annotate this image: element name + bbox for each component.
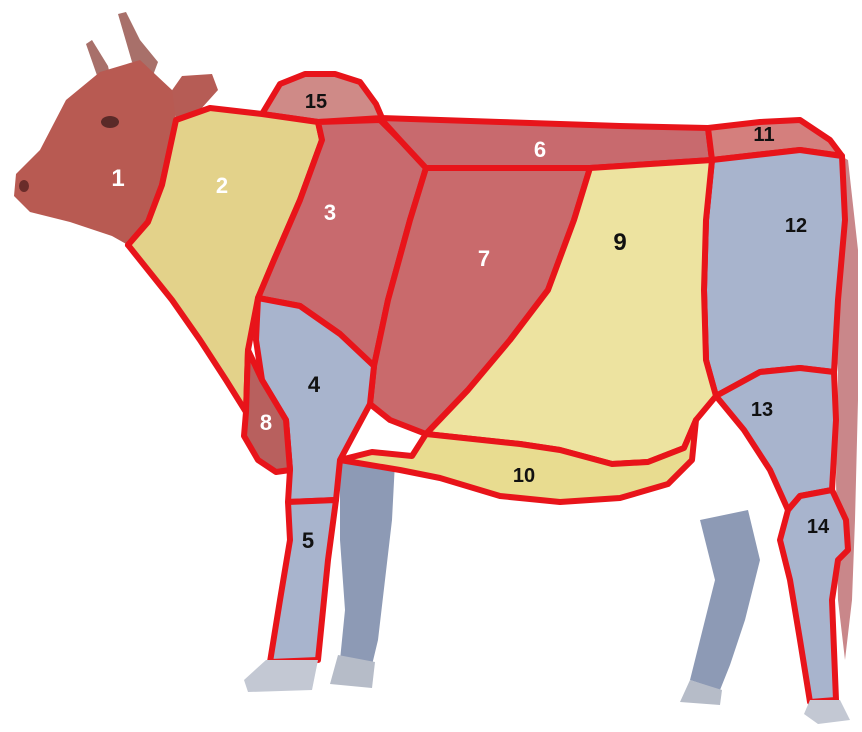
cut-label-1: 1 — [111, 165, 124, 192]
cut-label-7: 7 — [478, 246, 490, 271]
cut-label-10: 10 — [513, 465, 535, 487]
cut-label-15: 15 — [305, 91, 327, 113]
cut-label-8: 8 — [260, 410, 272, 435]
rear-hoof — [804, 700, 850, 724]
cut-label-4: 4 — [308, 372, 321, 397]
front-back-leg — [340, 462, 395, 665]
cut-label-11: 11 — [753, 124, 774, 146]
cut-label-13: 13 — [751, 399, 773, 421]
eye — [101, 116, 119, 128]
cut-region-12 — [704, 150, 845, 396]
cut-label-6: 6 — [534, 137, 546, 162]
cut-label-2: 2 — [216, 173, 228, 198]
cut-region-13 — [716, 368, 836, 510]
cut-label-12: 12 — [785, 215, 807, 237]
cut-label-3: 3 — [324, 200, 336, 225]
front-hoof — [244, 660, 318, 692]
rear-back-leg — [690, 510, 760, 690]
cut-label-9: 9 — [613, 229, 626, 256]
cut-label-5: 5 — [302, 528, 314, 553]
nostril — [19, 180, 29, 192]
cut-region-5 — [270, 500, 336, 662]
cut-label-14: 14 — [807, 516, 830, 538]
